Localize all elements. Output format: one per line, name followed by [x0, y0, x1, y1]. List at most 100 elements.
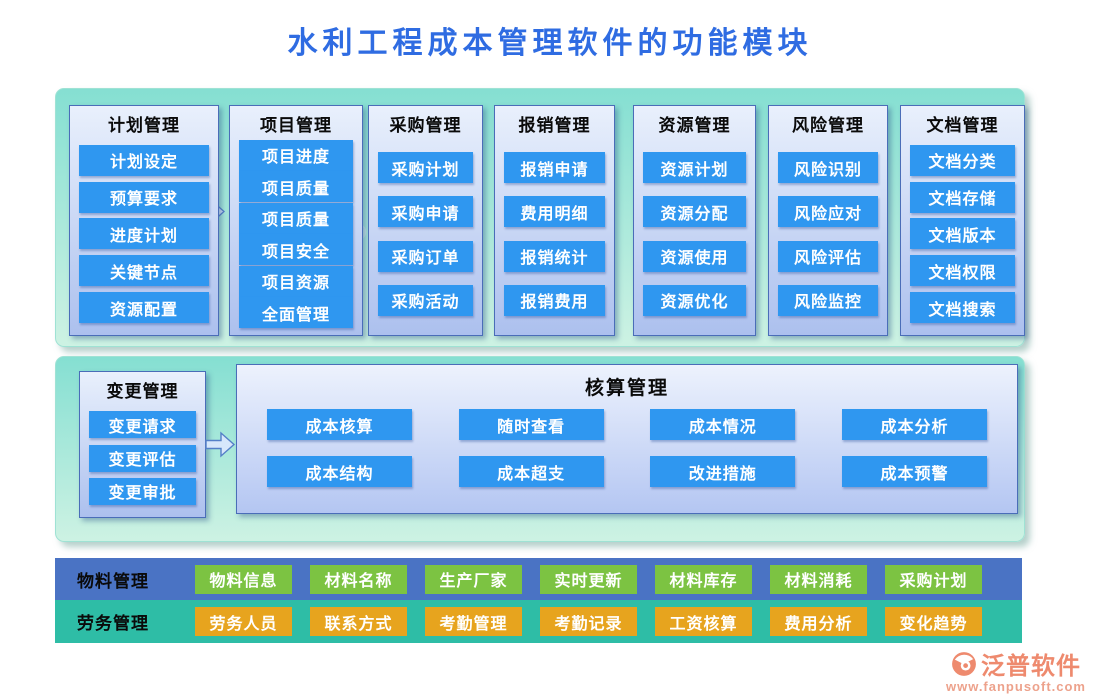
material-item-button[interactable]: 材料消耗	[770, 564, 867, 594]
brand-name: 泛普软件	[980, 653, 1081, 680]
module-item-button[interactable]: 文档存储	[910, 181, 1015, 213]
modules-section: 泛普软件 计划管理计划设定预算要求进度计划关键节点资源配置项目管理项目进度项目质…	[55, 88, 1025, 347]
module-item-button[interactable]: 文档权限	[910, 255, 1015, 287]
module-item-button[interactable]: 报销统计	[504, 240, 605, 272]
accounting-panel: 核算管理 成本核算 随时查看 成本情况 成本分析成本结构 成本超支 改进措施 成本预警	[236, 364, 1018, 514]
module-item-button[interactable]: 资源优化	[643, 284, 746, 316]
material-item-button[interactable]: 生产厂家	[425, 564, 522, 594]
labor-management-row: 劳务管理 劳务人员联系方式考勤管理考勤记录工资核算费用分析变化趋势	[55, 600, 1022, 643]
material-item-button[interactable]: 材料名称	[310, 564, 407, 594]
labor-item-button[interactable]: 费用分析	[770, 607, 867, 636]
module-item-button[interactable]: 计划设定	[79, 144, 209, 176]
accounting-item-button[interactable]: 成本超支	[458, 456, 604, 487]
module-header: 报销管理	[518, 116, 591, 135]
module-item-button[interactable]: 项目进度	[239, 139, 353, 171]
module-panel-2: 项目管理项目进度项目质量项目质量项目安全项目资源全面管理	[229, 105, 363, 336]
module-item-button[interactable]: 预算要求	[79, 181, 209, 213]
module-item-button[interactable]: 采购申请	[378, 196, 473, 228]
module-items: 风险识别风险应对风险评估风险监控	[769, 137, 887, 335]
accounting-item-button[interactable]: 随时查看	[458, 409, 604, 440]
brand-top: 泛普软件	[946, 646, 1086, 681]
page-title: 水利工程成本管理软件的功能模块	[287, 27, 813, 60]
labor-item-button[interactable]: 考勤记录	[540, 607, 637, 636]
brand-logo-icon	[952, 651, 976, 676]
module-header: 变更管理	[106, 382, 179, 401]
module-item-button[interactable]: 风险监控	[778, 284, 878, 316]
accounting-row: 成本结构 成本超支 改进措施 成本预警	[237, 456, 1017, 487]
module-header: 项目管理	[260, 116, 332, 135]
change-item-button[interactable]: 变更审批	[89, 477, 196, 505]
module-item-button[interactable]: 资源使用	[643, 240, 746, 272]
module-items: 报销申请费用明细报销统计报销费用	[495, 137, 614, 335]
module-item-button[interactable]: 采购订单	[378, 240, 473, 272]
module-items: 项目进度项目质量项目质量项目安全项目资源全面管理	[230, 137, 362, 335]
accounting-section: 变更管理 变更请求变更评估变更审批 核算管理 成本核算随时查看成本情况成本分析成…	[55, 356, 1025, 542]
module-item-button[interactable]: 文档搜索	[910, 292, 1015, 324]
accounting-title: 核算管理	[584, 378, 669, 399]
labor-item-button[interactable]: 变化趋势	[885, 607, 982, 636]
material-item-button[interactable]: 实时更新	[540, 564, 637, 594]
module-panel-6: 风险管理风险识别风险应对风险评估风险监控	[768, 105, 888, 336]
module-item-button[interactable]: 报销费用	[504, 284, 605, 316]
brand-url: www.fanpusoft.com	[945, 679, 1086, 694]
module-item-button[interactable]: 全面管理	[239, 297, 353, 329]
module-items: 采购计划采购申请采购订单采购活动	[369, 137, 482, 335]
material-items: 物料信息材料名称生产厂家实时更新材料库存材料消耗采购计划	[195, 564, 1022, 594]
module-items: 文档分类文档存储文档版本文档权限文档搜索	[901, 137, 1024, 335]
module-header: 采购管理	[389, 116, 462, 135]
labor-item-button[interactable]: 劳务人员	[195, 607, 292, 636]
module-item-button[interactable]: 关键节点	[79, 255, 209, 287]
module-panel-4: 报销管理报销申请费用明细报销统计报销费用	[494, 105, 615, 336]
change-item-button[interactable]: 变更评估	[89, 444, 196, 472]
material-row-label: 物料管理	[77, 571, 149, 591]
labor-items: 劳务人员联系方式考勤管理考勤记录工资核算费用分析变化趋势	[195, 607, 1022, 636]
module-item-button[interactable]: 项目质量	[239, 171, 353, 203]
accounting-item-button[interactable]: 改进措施	[650, 456, 796, 487]
module-item-button[interactable]: 资源计划	[643, 152, 746, 184]
module-item-button[interactable]: 报销申请	[504, 152, 605, 184]
module-panel-1: 计划管理计划设定预算要求进度计划关键节点资源配置	[69, 105, 219, 336]
accounting-item-button[interactable]: 成本结构	[267, 456, 412, 487]
accounting-items: 成本核算 随时查看 成本情况 成本分析成本结构 成本超支 改进措施 成本预警	[237, 409, 1017, 503]
accounting-item-button[interactable]: 成本预警	[841, 456, 987, 487]
material-item-button[interactable]: 采购计划	[885, 564, 982, 594]
module-item-button[interactable]: 项目质量	[239, 202, 353, 234]
module-item-button[interactable]: 资源配置	[79, 292, 209, 324]
module-item-button[interactable]: 风险应对	[778, 196, 878, 228]
module-item-button[interactable]: 文档版本	[910, 218, 1015, 250]
labor-item-button[interactable]: 考勤管理	[425, 607, 522, 636]
accounting-item-button[interactable]: 成本分析	[841, 409, 987, 440]
brand-logo: 泛普软件 www.fanpusoft.com	[946, 646, 1086, 694]
accounting-item-button[interactable]: 成本核算	[267, 409, 412, 440]
module-items: 资源计划资源分配资源使用资源优化	[634, 137, 755, 335]
module-item-button[interactable]: 风险评估	[778, 240, 878, 272]
module-panel-7: 文档管理文档分类文档存储文档版本文档权限文档搜索	[900, 105, 1025, 336]
labor-item-button[interactable]: 联系方式	[310, 607, 407, 636]
change-management-panel: 变更管理 变更请求变更评估变更审批	[79, 371, 206, 518]
accounting-item-button[interactable]: 成本情况	[650, 409, 796, 440]
flow-arrow-icon	[205, 431, 236, 458]
material-management-row: 物料管理 物料信息材料名称生产厂家实时更新材料库存材料消耗采购计划	[55, 558, 1022, 600]
module-header: 资源管理	[658, 116, 731, 135]
material-item-button[interactable]: 材料库存	[655, 564, 752, 594]
module-item-button[interactable]: 进度计划	[79, 218, 209, 250]
module-header: 计划管理	[108, 116, 180, 135]
module-item-button[interactable]: 文档分类	[910, 144, 1015, 176]
module-items: 计划设定预算要求进度计划关键节点资源配置	[70, 137, 218, 335]
change-item-button[interactable]: 变更请求	[89, 411, 196, 439]
module-item-button[interactable]: 费用明细	[504, 196, 605, 228]
module-item-button[interactable]: 采购计划	[378, 152, 473, 184]
module-items: 变更请求变更评估变更审批	[80, 403, 205, 517]
labor-row-label: 劳务管理	[77, 614, 149, 633]
module-item-button[interactable]: 采购活动	[378, 284, 473, 316]
module-panel-5: 资源管理资源计划资源分配资源使用资源优化	[633, 105, 756, 336]
module-item-button[interactable]: 项目资源	[239, 265, 353, 297]
module-header: 文档管理	[926, 116, 999, 135]
module-panel-3: 采购管理采购计划采购申请采购订单采购活动	[368, 105, 483, 336]
labor-item-button[interactable]: 工资核算	[655, 607, 752, 636]
material-item-button[interactable]: 物料信息	[195, 564, 292, 594]
module-item-button[interactable]: 资源分配	[643, 196, 746, 228]
module-item-button[interactable]: 项目安全	[239, 234, 353, 266]
module-item-button[interactable]: 风险识别	[778, 152, 878, 184]
